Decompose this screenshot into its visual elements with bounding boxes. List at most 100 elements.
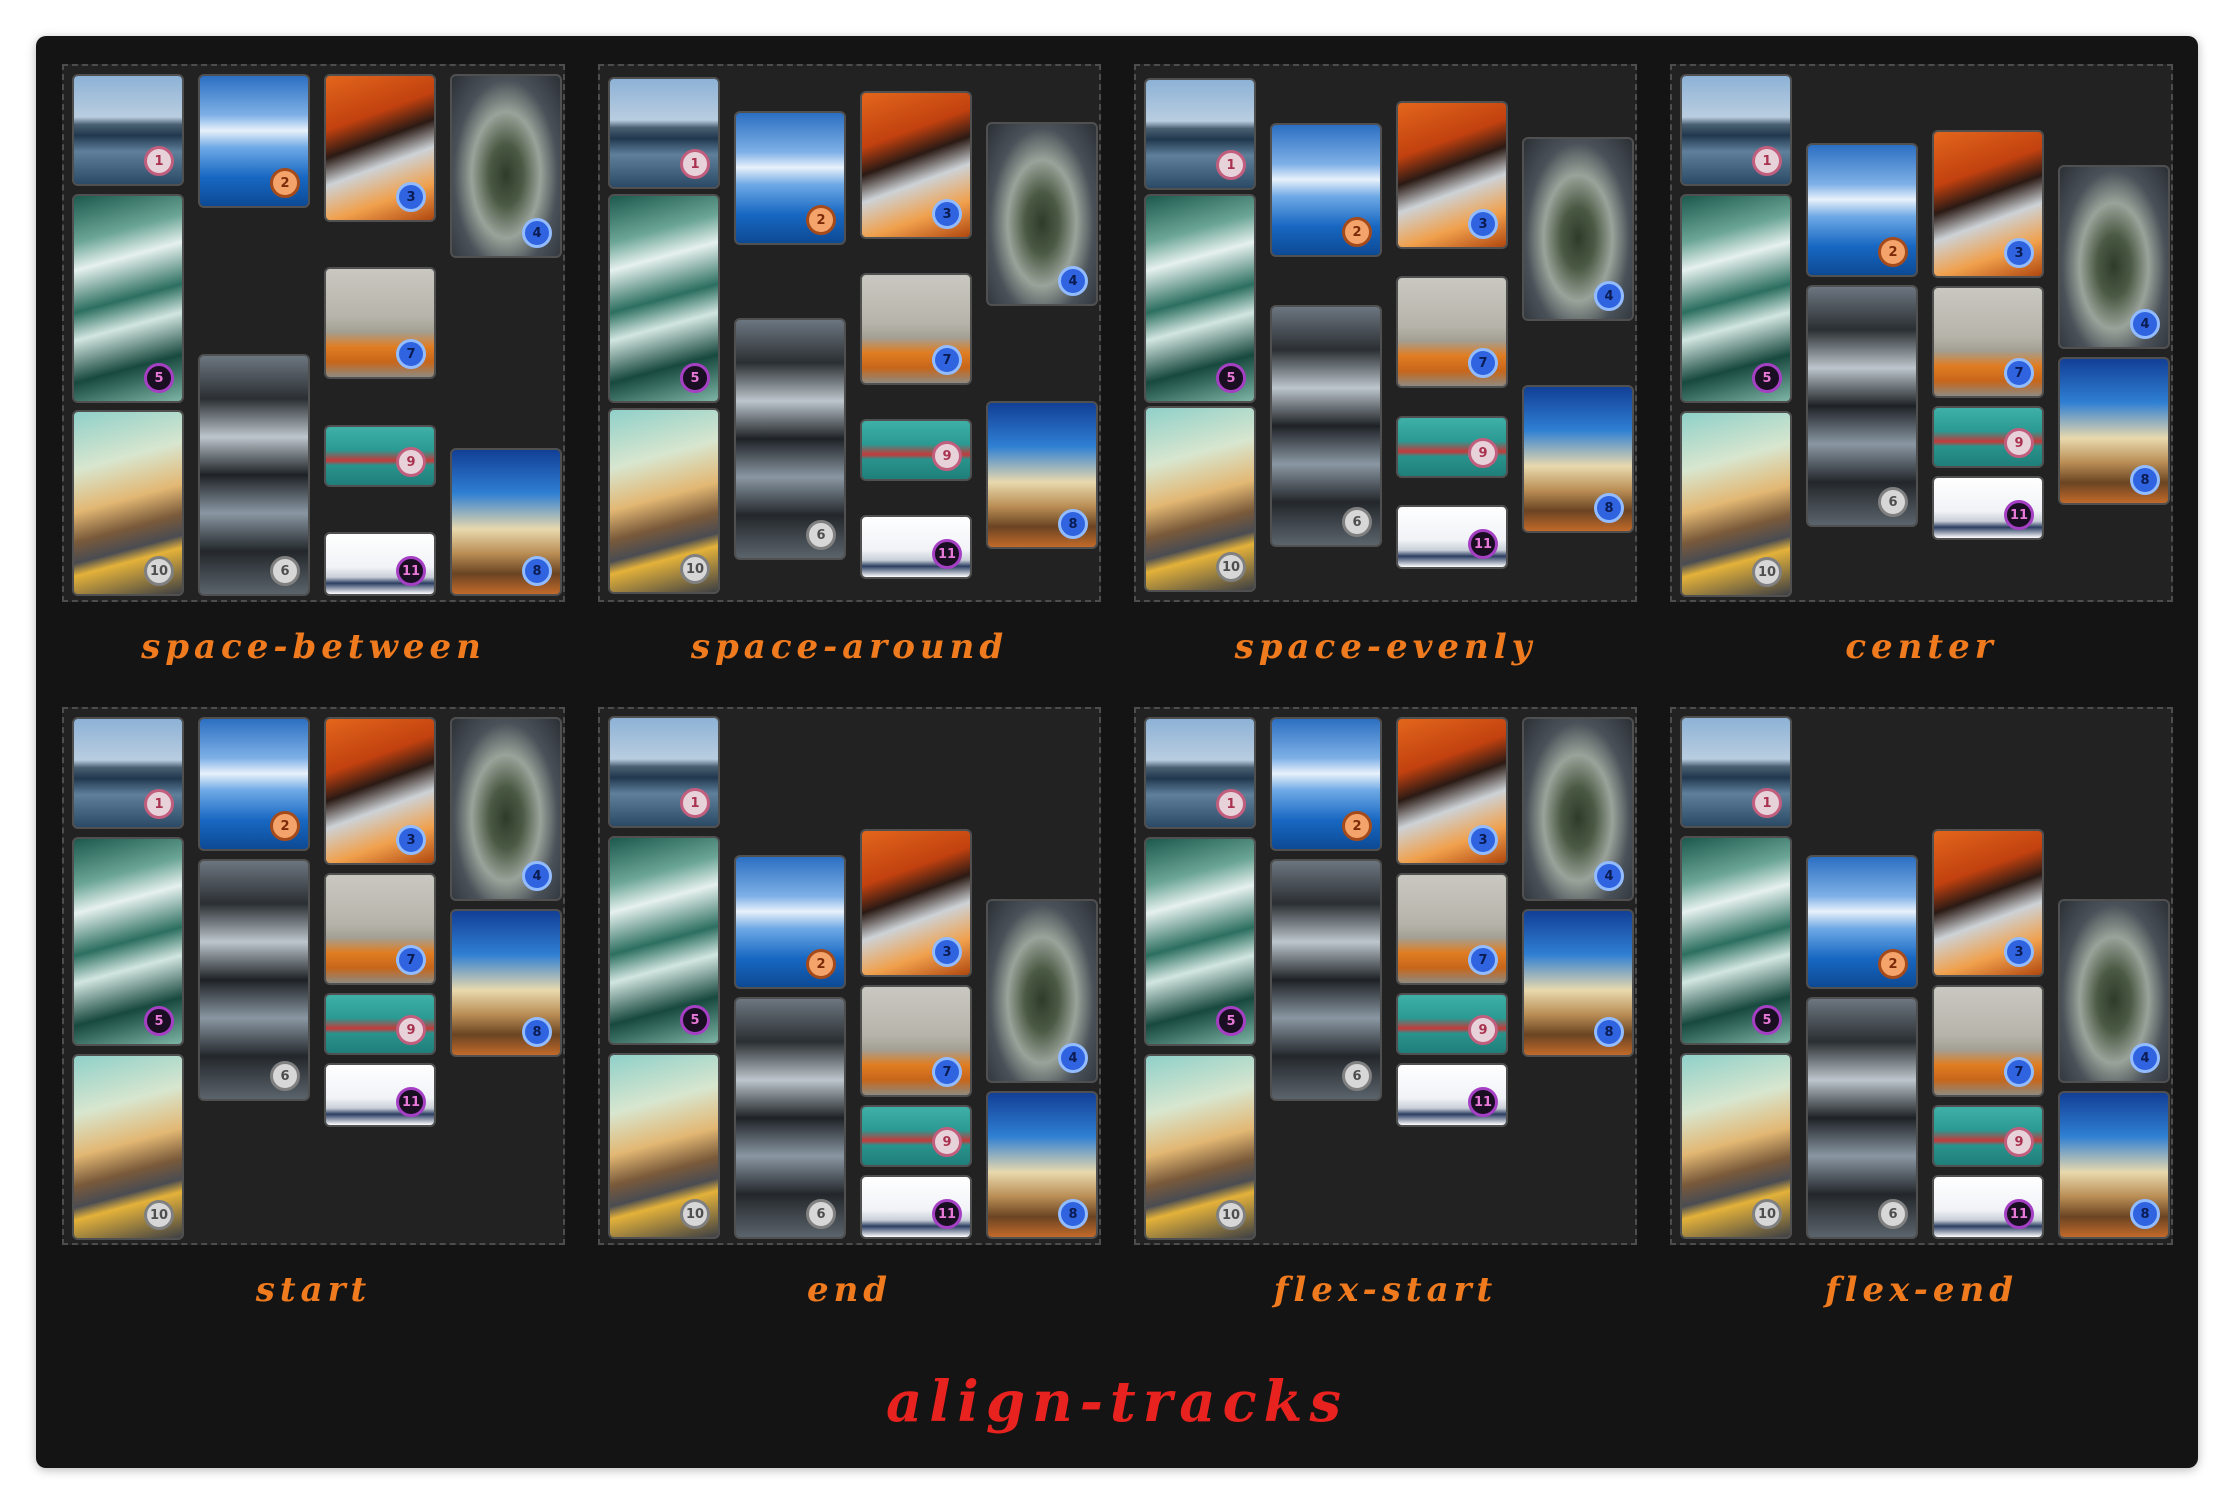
tile-number-badge: 2 — [1878, 949, 1908, 979]
tile-number-badge: 2 — [1342, 217, 1372, 247]
tile-number-badge: 1 — [1752, 146, 1782, 176]
tile-number-badge: 1 — [680, 149, 710, 179]
photo-tile: 7 — [860, 273, 972, 385]
tile-number-badge: 4 — [1058, 1043, 1088, 1073]
tile-number-badge: 10 — [680, 554, 710, 584]
tile-number-badge: 5 — [1216, 1006, 1246, 1036]
photo-tile: 3 — [1932, 829, 2044, 977]
photo-tile: 10 — [1680, 1053, 1792, 1239]
photo-tile: 5 — [1144, 837, 1256, 1046]
tile-number-badge: 6 — [270, 556, 300, 586]
tile-number-badge: 9 — [1468, 1015, 1498, 1045]
tile-number-badge: 10 — [680, 1199, 710, 1229]
tile-number-badge: 8 — [1058, 1199, 1088, 1229]
tile-number-badge: 6 — [1342, 507, 1372, 537]
tile-number-badge: 2 — [1878, 237, 1908, 267]
tile-number-badge: 9 — [932, 441, 962, 471]
photo-tile: 1 — [72, 74, 184, 186]
tile-number-badge: 7 — [2004, 358, 2034, 388]
photo-tile: 4 — [1522, 717, 1634, 901]
tile-number-badge: 4 — [1594, 281, 1624, 311]
photo-tile: 5 — [1680, 836, 1792, 1045]
tile-number-badge: 4 — [2130, 309, 2160, 339]
tile-number-badge: 9 — [2004, 428, 2034, 458]
panel-label: space-between — [141, 627, 486, 667]
tile-number-badge: 7 — [396, 945, 426, 975]
tile-number-badge: 6 — [1878, 1199, 1908, 1229]
photo-tile: 2 — [1806, 855, 1918, 989]
tile-number-badge: 7 — [396, 339, 426, 369]
tile-number-badge: 8 — [1594, 1017, 1624, 1047]
photo-tile: 6 — [1270, 859, 1382, 1101]
tile-number-badge: 8 — [1594, 493, 1624, 523]
tile-number-badge: 3 — [396, 825, 426, 855]
photo-tile: 4 — [1522, 137, 1634, 321]
tile-number-badge: 2 — [270, 811, 300, 841]
tile-number-badge: 11 — [1468, 1087, 1498, 1117]
tile-number-badge: 11 — [932, 539, 962, 569]
tile-number-badge: 5 — [144, 1006, 174, 1036]
panel-label: space-evenly — [1234, 627, 1537, 667]
tile-number-badge: 11 — [932, 1199, 962, 1229]
tile-number-badge: 5 — [1752, 363, 1782, 393]
photo-tile: 1 — [608, 716, 720, 828]
photo-tile: 8 — [450, 909, 562, 1057]
photo-tile: 2 — [1270, 123, 1382, 257]
photo-tile: 1 — [1144, 78, 1256, 190]
tile-number-badge: 1 — [1752, 788, 1782, 818]
photo-tile: 1 — [1144, 717, 1256, 829]
tile-number-badge: 3 — [1468, 825, 1498, 855]
tile-number-badge: 4 — [1058, 266, 1088, 296]
tile-number-badge: 10 — [1752, 557, 1782, 587]
photo-tile: 2 — [734, 855, 846, 989]
photo-tile: 10 — [608, 1053, 720, 1239]
photo-tile: 7 — [1932, 286, 2044, 398]
photo-tile: 9 — [324, 425, 436, 487]
tile-number-badge: 10 — [1752, 1199, 1782, 1229]
photo-tile: 8 — [986, 1091, 1098, 1239]
tile-number-badge: 7 — [932, 345, 962, 375]
photo-tile: 8 — [1522, 909, 1634, 1057]
photo-tile: 5 — [1144, 194, 1256, 403]
tile-number-badge: 5 — [1752, 1005, 1782, 1035]
photo-tile: 4 — [2058, 899, 2170, 1083]
tile-number-badge: 11 — [2004, 1199, 2034, 1229]
tile-number-badge: 1 — [144, 146, 174, 176]
photo-tile: 7 — [324, 873, 436, 985]
photo-tile: 10 — [72, 410, 184, 596]
photo-tile: 5 — [608, 836, 720, 1045]
tile-number-badge: 9 — [396, 1015, 426, 1045]
photo-tile: 8 — [1522, 385, 1634, 533]
tile-number-badge: 1 — [1216, 150, 1246, 180]
photo-tile: 5 — [72, 837, 184, 1046]
photo-tile: 8 — [2058, 1091, 2170, 1239]
figure-title: align-tracks — [885, 1369, 1349, 1435]
tile-number-badge: 2 — [806, 205, 836, 235]
photo-tile: 6 — [198, 859, 310, 1101]
photo-tile: 6 — [1270, 305, 1382, 547]
photo-tile: 2 — [734, 111, 846, 245]
tile-number-badge: 6 — [1878, 487, 1908, 517]
photo-tile: 7 — [1932, 985, 2044, 1097]
tile-number-badge: 4 — [2130, 1043, 2160, 1073]
tile-number-badge: 1 — [1216, 789, 1246, 819]
photo-tile: 6 — [1806, 285, 1918, 527]
panel-label: space-around — [690, 627, 1009, 667]
tile-number-badge: 8 — [2130, 465, 2160, 495]
panel-label: flex-start — [1273, 1270, 1498, 1310]
photo-tile: 2 — [198, 717, 310, 851]
photo-tile: 3 — [1396, 717, 1508, 865]
photo-tile: 11 — [1396, 1063, 1508, 1127]
tile-number-badge: 3 — [932, 199, 962, 229]
tile-number-badge: 10 — [1216, 1200, 1246, 1230]
photo-tile: 1 — [72, 717, 184, 829]
tile-number-badge: 11 — [396, 1087, 426, 1117]
photo-tile: 4 — [2058, 165, 2170, 349]
photo-tile: 3 — [1396, 101, 1508, 249]
tile-number-badge: 7 — [1468, 348, 1498, 378]
photo-tile: 7 — [1396, 276, 1508, 388]
tile-number-badge: 3 — [932, 937, 962, 967]
tile-number-badge: 10 — [144, 1200, 174, 1230]
